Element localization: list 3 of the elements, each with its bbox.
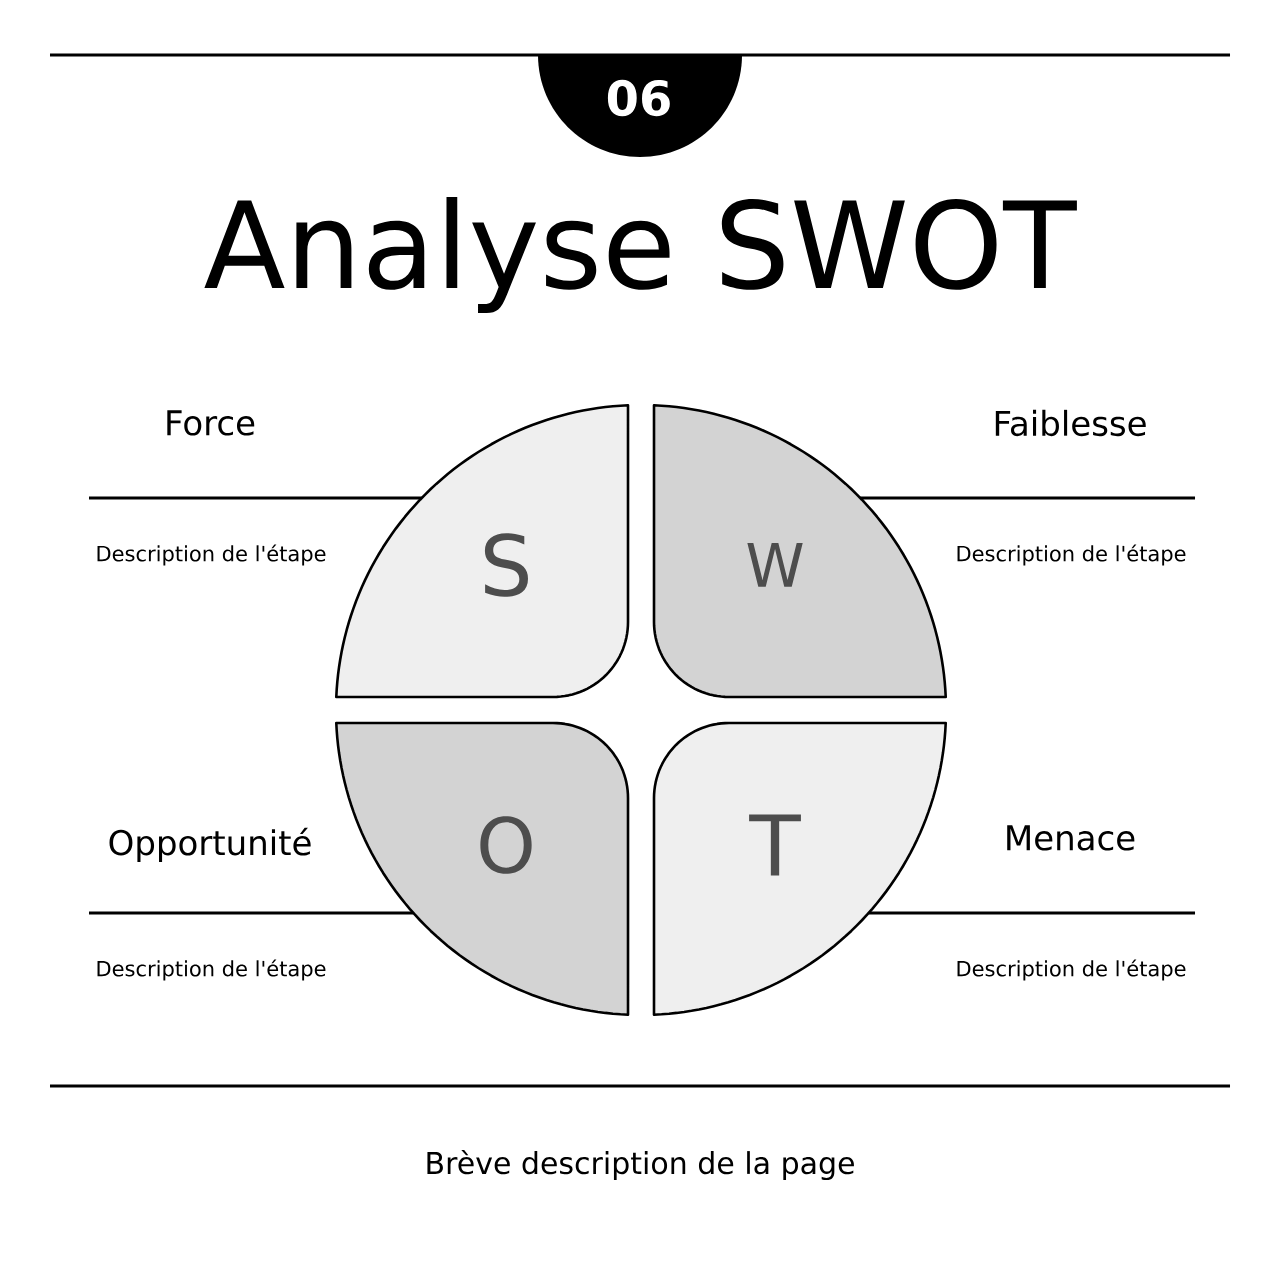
- number-badge: 06: [538, 55, 742, 157]
- title: Analyse SWOT: [204, 196, 1077, 314]
- caption: Brève description de la page: [427, 1149, 854, 1181]
